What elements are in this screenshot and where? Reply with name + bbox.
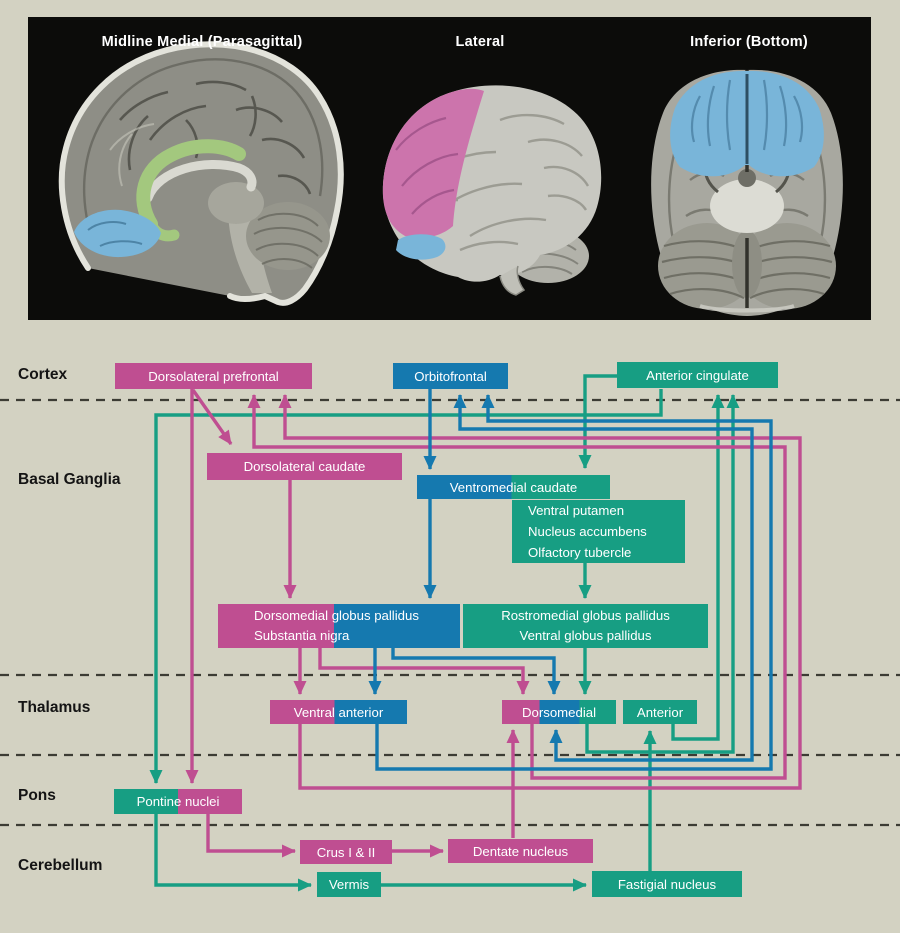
dorsolateral-prefrontal-highlight	[382, 88, 484, 239]
node-label: Dorsolateral prefrontal	[148, 368, 279, 384]
node-anterior-cingulate: Anterior cingulate	[617, 362, 778, 388]
node-pontine-nuclei: Pontine nuclei	[114, 789, 242, 814]
lateral-brain-image	[382, 85, 602, 296]
node-label: Dorsomedial globus pallidus	[254, 608, 419, 623]
orbitofrontal-highlight-sagittal	[74, 209, 161, 258]
node-label: Dentate nucleus	[472, 843, 569, 859]
node-label: Substantia nigra	[254, 628, 350, 643]
row-label-pons: Pons	[18, 787, 56, 804]
node-anterior-thalamus: Anterior	[623, 700, 697, 724]
node-label: Rostromedial globus pallidus	[501, 608, 670, 623]
node-label: Anterior cingulate	[646, 367, 749, 383]
node-dorsolateral-caudate: Dorsolateral caudate	[207, 453, 402, 480]
row-label-cerebellum: Cerebellum	[18, 857, 103, 874]
node-label: Fastigial nucleus	[617, 876, 717, 892]
view-label-lateral: Lateral	[455, 34, 505, 50]
orbitofrontal-highlight-lateral	[396, 234, 446, 260]
row-label-thalamus: Thalamus	[18, 699, 91, 716]
node-label: Ventral anterior	[293, 704, 384, 720]
node-label: Olfactory tubercle	[528, 545, 632, 560]
node-orbitofrontal: Orbitofrontal	[393, 363, 508, 389]
node-label: Nucleus accumbens	[528, 524, 647, 539]
connection-arrows	[149, 374, 802, 892]
edge-pontine-nuclei-to-vermis	[154, 814, 312, 892]
row-label-cortex: Cortex	[18, 366, 68, 383]
node-label: Orbitofrontal	[414, 368, 487, 384]
brain-panel	[28, 17, 871, 320]
edge-pontine-nuclei-to-crus	[206, 814, 296, 858]
cingulate-highlight	[136, 139, 246, 231]
edge-ventral-anterior-to-dorsolateral-prefrontal	[278, 394, 802, 790]
row-label-basal-ganglia: Basal Ganglia	[18, 471, 121, 488]
node-label: Anterior	[636, 704, 684, 720]
edge-gp-sn-to-dorsomedial-thalamus	[318, 648, 530, 695]
node-label: Crus I & II	[316, 844, 376, 860]
node-label: Dorsomedial	[521, 704, 597, 720]
level-separators	[0, 398, 900, 827]
node-ventromedial-caudate: Ventromedial caudate	[417, 475, 610, 499]
edge-anterior-thalamus-to-anterior-cingulate	[671, 394, 725, 741]
node-label: Ventral globus pallidus	[519, 628, 652, 643]
edge-orbitofrontal-dorsomedial-thalamus-reciprocal	[453, 394, 754, 762]
node-fastigial-nucleus: Fastigial nucleus	[592, 871, 742, 897]
node-label: Vermis	[328, 877, 370, 892]
edge-anterior-cingulate-to-pontine-nuclei	[149, 389, 663, 784]
view-label-inferior: Inferior (Bottom)	[690, 34, 808, 50]
node-label: Ventral putamen	[528, 503, 625, 518]
node-label: Ventromedial caudate	[449, 479, 578, 495]
node-crus-i-ii: Crus I & II	[300, 840, 392, 864]
node-label: Pontine nuclei	[136, 794, 220, 809]
node-ventral-anterior: Ventral anterior	[270, 700, 407, 724]
inferior-brain-image	[651, 69, 843, 316]
node-label: Dorsolateral caudate	[243, 459, 366, 474]
parasagittal-brain-image	[58, 41, 344, 306]
edge-gp-sn-to-dorsomedial-thalamus-blue	[391, 648, 561, 695]
edge-ventral-anterior-to-orbitofrontal	[375, 394, 773, 771]
node-dorsomedial-thalamus: Dorsomedial	[502, 700, 616, 724]
node-vermis: Vermis	[317, 872, 381, 897]
view-label-parasagittal: Midline Medial (Parasagittal)	[101, 34, 303, 50]
edge-dorsomedial-thalamus-to-anterior-cingulate	[585, 394, 740, 754]
node-dentate-nucleus: Dentate nucleus	[448, 839, 593, 863]
node-dorsolateral-prefrontal: Dorsolateral prefrontal	[115, 363, 312, 389]
edge-dorsolateral-prefrontal-to-dorsolateral-caudate	[191, 389, 233, 445]
